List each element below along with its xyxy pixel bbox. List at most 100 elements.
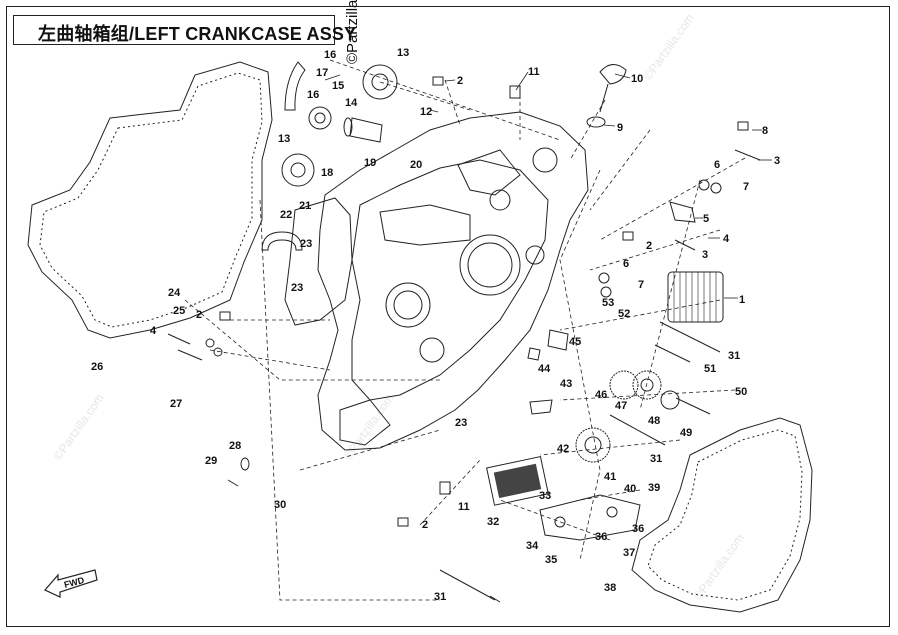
- callout-47: 47: [615, 400, 627, 412]
- callout-18: 18: [321, 167, 333, 179]
- callout-23: 23: [455, 417, 467, 429]
- shaft-49: [675, 397, 711, 415]
- callout-11: 11: [528, 66, 540, 78]
- oil-filter: [667, 271, 724, 323]
- callout-24: 24: [168, 287, 181, 299]
- callout-34: 34: [526, 540, 539, 552]
- bolt-31-mid: [609, 414, 666, 446]
- callout-41: 41: [604, 471, 616, 483]
- right-gasket: [631, 417, 813, 613]
- right-gasket-inner: [647, 429, 803, 601]
- dowel-2c: [219, 311, 231, 321]
- fwd-arrow: [44, 569, 98, 598]
- callout-20: 20: [410, 159, 422, 171]
- callout-13: 13: [397, 47, 409, 59]
- callout-19: 19: [364, 157, 376, 169]
- fitting-43: [529, 399, 553, 415]
- seal-15: [308, 106, 332, 130]
- dowel-8: [737, 121, 749, 131]
- bearing-left: [281, 153, 315, 187]
- callout-38: 38: [604, 582, 616, 594]
- title-box: [13, 15, 335, 45]
- callout-29: 29: [205, 455, 217, 467]
- callout-3: 3: [774, 155, 780, 167]
- callout-23: 23: [291, 282, 303, 294]
- bolt-3-mid: [674, 239, 696, 251]
- small-bore: [419, 337, 445, 363]
- callout-32: 32: [487, 516, 499, 528]
- dipstick-cap: [599, 64, 627, 85]
- diagram-title: 左曲轴箱组/LEFT CRANKCASE ASSY: [38, 24, 357, 44]
- pump-plate: [539, 494, 641, 541]
- callout-31: 31: [434, 591, 446, 603]
- callout-9: 9: [617, 122, 623, 134]
- bearing-upper: [362, 64, 398, 100]
- callout-35: 35: [545, 554, 557, 566]
- crankshaft-bore: [459, 234, 521, 296]
- callout-2: 2: [196, 309, 202, 321]
- callout-2: 2: [457, 75, 463, 87]
- gear-42: [575, 427, 611, 463]
- callout-6: 6: [714, 159, 720, 171]
- callout-5: 5: [703, 213, 709, 225]
- washer-48: [660, 390, 680, 410]
- bolt-31-right: [659, 321, 721, 353]
- hose-17: [284, 61, 306, 111]
- callout-25: 25: [173, 305, 185, 317]
- callout-36: 36: [595, 531, 607, 543]
- callout-7: 7: [638, 279, 644, 291]
- callout-13: 13: [278, 133, 290, 145]
- callout-40: 40: [624, 483, 636, 495]
- bolt-29: [227, 479, 239, 487]
- callout-31: 31: [728, 350, 740, 362]
- callout-52: 52: [618, 308, 630, 320]
- left-gasket-inner: [39, 72, 263, 328]
- dipstick-shaft: [599, 83, 609, 113]
- callout-22: 22: [280, 209, 292, 221]
- bolt-51: [654, 344, 691, 363]
- callout-27: 27: [170, 398, 182, 410]
- callout-8: 8: [762, 125, 768, 137]
- bolt-31-bottom: [439, 569, 496, 601]
- crankcase-body: [317, 111, 589, 451]
- callout-31: 31: [650, 453, 662, 465]
- callout-53: 53: [602, 297, 614, 309]
- callout-46: 46: [595, 389, 607, 401]
- callout-30: 30: [274, 499, 286, 511]
- dowel-11: [439, 481, 451, 495]
- callout-12: 12: [420, 106, 432, 118]
- o-ring-9: [586, 116, 606, 128]
- callout-4: 4: [723, 233, 730, 245]
- callout-26: 26: [91, 361, 103, 373]
- callout-50: 50: [735, 386, 747, 398]
- diagram-frame: [6, 6, 890, 627]
- left-gasket: [27, 61, 273, 339]
- bearing-shell: [261, 231, 303, 251]
- callout-28: 28: [229, 440, 241, 452]
- callout-7: 7: [743, 181, 749, 193]
- callout-45: 45: [569, 336, 581, 348]
- callout-16: 16: [307, 89, 319, 101]
- callout-15: 15: [332, 80, 344, 92]
- callout-2: 2: [422, 519, 428, 531]
- dowel-2b: [622, 231, 634, 241]
- crankcase-inner: [351, 159, 549, 401]
- callout-2: 2: [646, 240, 652, 252]
- tube-14: [349, 117, 383, 143]
- gear-47: [632, 370, 662, 400]
- side-cover: [284, 197, 353, 326]
- callout-42: 42: [557, 443, 569, 455]
- callout-43: 43: [560, 378, 572, 390]
- gear-46: [609, 370, 639, 400]
- callout-11: 11: [458, 501, 470, 513]
- callout-44: 44: [538, 363, 551, 375]
- callout-49: 49: [680, 427, 692, 439]
- dowel-11-top: [509, 85, 521, 99]
- callout-39: 39: [648, 482, 660, 494]
- dowel-2a: [432, 76, 444, 86]
- fitting-45: [547, 329, 569, 351]
- callout-1: 1: [739, 294, 745, 306]
- callout-17: 17: [316, 67, 328, 79]
- callout-3: 3: [702, 249, 708, 261]
